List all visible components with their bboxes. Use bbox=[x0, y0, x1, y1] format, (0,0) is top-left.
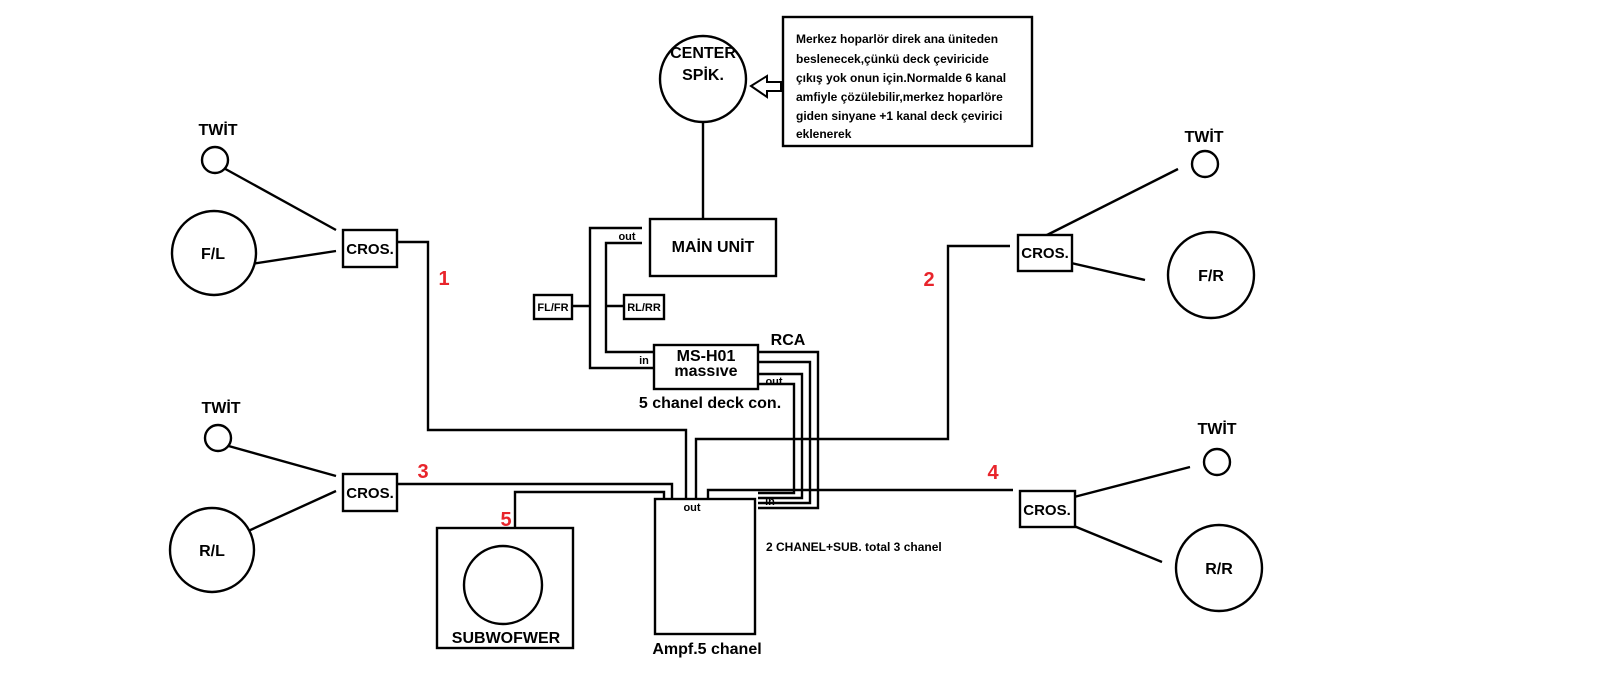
fl-woofer-label: F/L bbox=[201, 246, 225, 263]
main-unit-out-label: out bbox=[618, 231, 635, 243]
note-line-4: amfiyle çözülebilir,merkez hoparlöre bbox=[796, 90, 1003, 104]
note-line-5: giden sinyane +1 kanal deck çevirici bbox=[796, 109, 1002, 123]
fl-crossover bbox=[341, 228, 399, 269]
note-line-2: beslenecek,çünkü deck çeviricide bbox=[796, 52, 989, 66]
wire-mainunit-out-outer bbox=[588, 226, 654, 370]
rl-crossover bbox=[341, 472, 399, 513]
wire-fl-woofer bbox=[250, 249, 337, 266]
rr-woofer bbox=[1174, 523, 1264, 613]
fl-fr-output bbox=[532, 293, 574, 321]
wires bbox=[219, 122, 1191, 564]
amplifier-caption: Ampf.5 chanel bbox=[652, 641, 761, 658]
wire-channel-5 bbox=[513, 490, 666, 528]
rr-woofer-label: R/R bbox=[1205, 561, 1233, 578]
wire-channel-4 bbox=[706, 488, 1013, 499]
rr-crossover-label: CROS. bbox=[1023, 502, 1071, 519]
wire-fl-twit bbox=[219, 164, 337, 232]
deck-converter-in-label: in bbox=[639, 355, 649, 367]
fl-crossover-label: CROS. bbox=[346, 241, 394, 258]
fl-woofer bbox=[170, 209, 258, 297]
channel-4-label: 4 bbox=[987, 462, 999, 484]
note-box bbox=[781, 15, 1034, 148]
rl-rr-output bbox=[622, 293, 666, 321]
wire-rca-2 bbox=[758, 360, 812, 505]
fr-crossover-label: CROS. bbox=[1021, 245, 1069, 262]
deck-converter-caption: 5 chanel deck con. bbox=[639, 395, 781, 412]
main-unit bbox=[648, 217, 778, 278]
fr-woofer bbox=[1166, 230, 1256, 320]
wire-rca-4 bbox=[758, 382, 796, 495]
rl-tweeter bbox=[203, 423, 233, 453]
wire-mainunit-out-inner bbox=[604, 241, 654, 354]
fr-woofer-label: F/R bbox=[1198, 268, 1224, 285]
wire-channel-1 bbox=[390, 240, 688, 499]
note-line-1: Merkez hoparlör direk ana üniteden bbox=[796, 32, 998, 46]
center-speaker-circle bbox=[658, 34, 748, 124]
rl-rr-label: RL/RR bbox=[627, 302, 661, 314]
front-right-group: TWİT F/R CROS. bbox=[1016, 128, 1256, 320]
fr-crossover bbox=[1016, 233, 1074, 273]
amplifier-group: out in Ampf.5 chanel 2 CHANEL+SUB. total… bbox=[652, 496, 941, 658]
amplifier-in-label: in bbox=[765, 496, 775, 508]
rr-tweeter bbox=[1202, 447, 1232, 477]
fr-twit-label: TWİT bbox=[1184, 128, 1223, 146]
amplifier bbox=[653, 497, 757, 636]
rl-crossover-label: CROS. bbox=[346, 485, 394, 502]
subwoofer-label: SUBWOFWER bbox=[452, 630, 561, 647]
channel-3-label: 3 bbox=[417, 461, 428, 483]
fl-twit-label: TWİT bbox=[198, 121, 237, 139]
wire-rl-woofer bbox=[245, 489, 337, 534]
wire-rl-twit bbox=[224, 443, 337, 478]
rl-woofer-label: R/L bbox=[199, 543, 225, 560]
wire-channel-2 bbox=[694, 244, 1010, 499]
amplifier-note: 2 CHANEL+SUB. total 3 chanel bbox=[766, 540, 942, 554]
channel-numbers: 1 2 3 4 5 bbox=[417, 268, 999, 531]
channel-5-label: 5 bbox=[500, 509, 511, 531]
wire-rca-3 bbox=[758, 372, 804, 500]
fl-tweeter bbox=[200, 145, 230, 175]
rl-twit-label: TWİT bbox=[201, 399, 240, 417]
center-speaker: CENTER SPİK. bbox=[658, 34, 748, 124]
rca-label: RCA bbox=[771, 332, 806, 349]
channel-1-label: 1 bbox=[438, 268, 449, 290]
deck-converter-brand: massıve bbox=[674, 363, 737, 380]
front-left-group: TWİT F/L CROS. bbox=[170, 121, 399, 297]
center-speaker-label-1: CENTER bbox=[670, 45, 736, 62]
subwoofer-cone bbox=[462, 544, 544, 626]
fr-tweeter bbox=[1190, 149, 1220, 179]
wire-fr-twit bbox=[1044, 167, 1179, 238]
note-line-3: çıkış yok onun için.Normalde 6 kanal bbox=[796, 71, 1006, 85]
main-unit-label: MAİN UNİT bbox=[672, 238, 755, 256]
center-speaker-label-2: SPİK. bbox=[682, 66, 724, 84]
amplifier-out-label: out bbox=[683, 502, 700, 514]
note-line-6: eklenerek bbox=[796, 127, 852, 141]
fl-fr-label: FL/FR bbox=[537, 302, 568, 314]
rl-woofer bbox=[168, 506, 256, 594]
wire-rca-1 bbox=[758, 350, 820, 510]
deck-converter-group: MS-H01 massıve in out RCA 5 chanel deck … bbox=[639, 332, 806, 412]
note-arrow-icon bbox=[749, 74, 782, 99]
rear-right-group: TWİT R/R CROS. bbox=[1018, 420, 1264, 613]
main-unit-group: MAİN UNİT out FL/FR RL/RR bbox=[532, 217, 778, 321]
note: Merkez hoparlör direk ana üniteden besle… bbox=[749, 15, 1034, 148]
deck-converter bbox=[652, 343, 760, 391]
rr-twit-label: TWİT bbox=[1197, 420, 1236, 438]
wire-channel-3 bbox=[390, 482, 674, 499]
channel-2-label: 2 bbox=[923, 269, 934, 291]
subwoofer-group: SUBWOFWER bbox=[435, 526, 575, 650]
rear-left-group: TWİT R/L CROS. bbox=[168, 399, 399, 594]
deck-converter-model: MS-H01 bbox=[677, 348, 736, 365]
deck-converter-out-label: out bbox=[765, 376, 782, 388]
rr-crossover bbox=[1018, 489, 1077, 529]
